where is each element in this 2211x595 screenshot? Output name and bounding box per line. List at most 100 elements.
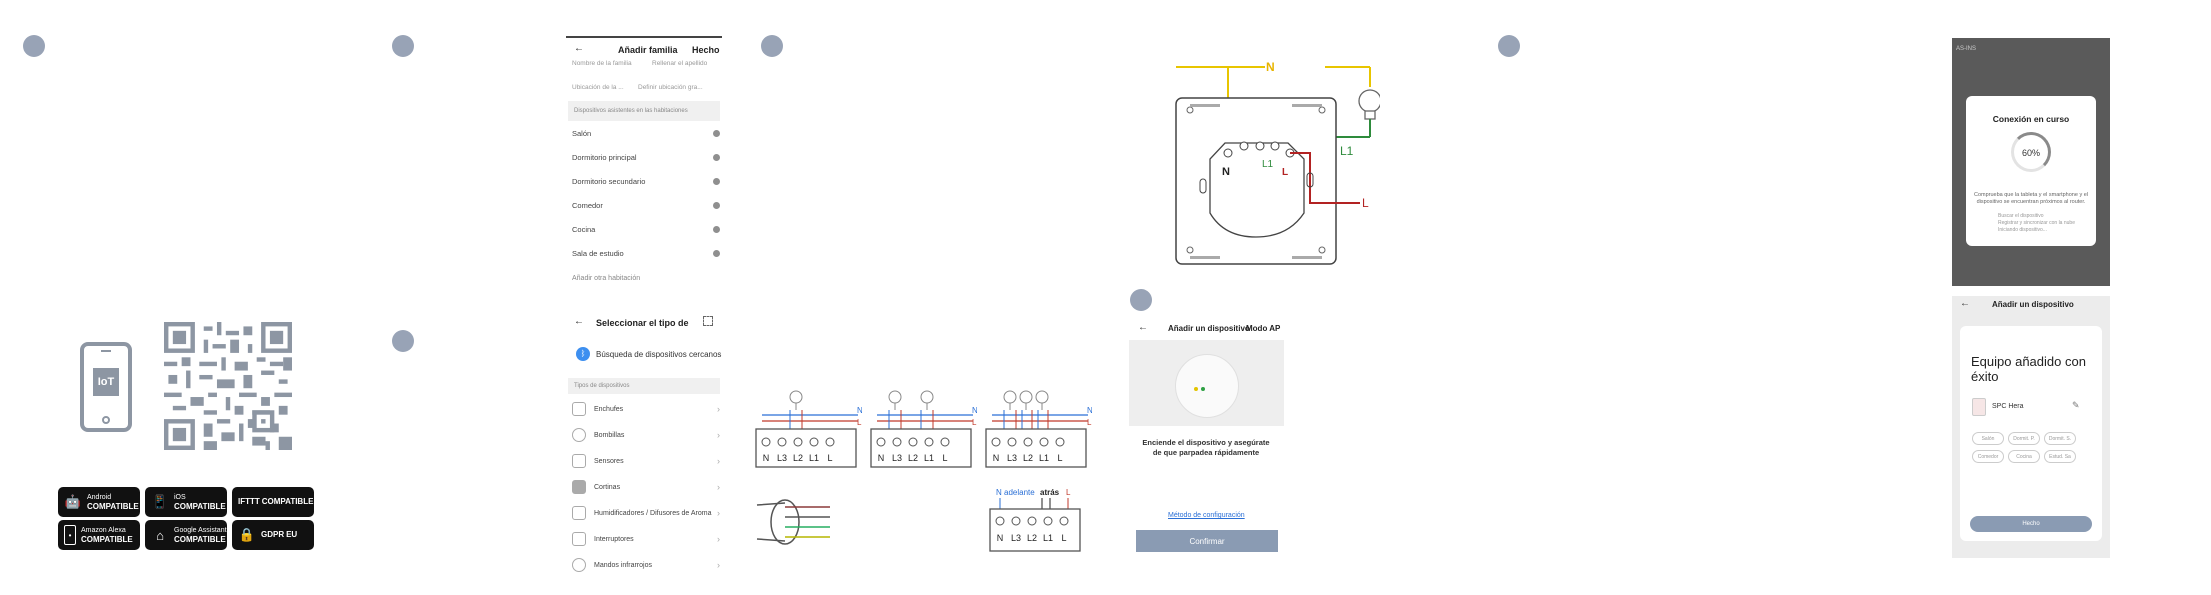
- done-button[interactable]: Hecho: [692, 45, 720, 55]
- category-item[interactable]: Interruptores›: [572, 527, 720, 551]
- location-input[interactable]: Definir ubicación gra...: [638, 84, 703, 91]
- terminal-label: L: [827, 453, 832, 463]
- config-method-link[interactable]: Método de configuración: [1168, 512, 1245, 519]
- bulb-icon: [572, 428, 586, 442]
- terminal-label: L2: [908, 453, 918, 463]
- l-terminal-label: L: [1282, 167, 1288, 178]
- progress-step: Iniciando dispositivo...: [1998, 227, 2047, 233]
- family-title: Añadir familia: [618, 45, 678, 55]
- progress-step: Buscar el dispositivo: [1998, 213, 2044, 219]
- room-chip[interactable]: Dormit. S.: [2044, 432, 2076, 445]
- device-illustration: [1129, 340, 1284, 426]
- light-bulb-icon: [1358, 89, 1380, 120]
- n-wire-label: N: [1266, 60, 1275, 74]
- back-arrow-icon[interactable]: ←: [1960, 298, 1970, 309]
- room-item[interactable]: Dormitorio secundario: [572, 170, 720, 192]
- smartphone-icon: IoT: [80, 342, 132, 432]
- room-item[interactable]: Cocina: [572, 218, 720, 240]
- category-item[interactable]: Humidificadores / Difusores de Aroma›: [572, 501, 720, 525]
- room-item[interactable]: Dormitorio principal: [572, 146, 720, 168]
- l1-wire-label: L1: [1340, 144, 1354, 158]
- checked-icon: [713, 201, 720, 209]
- types-section: Tipos de dispositivos: [568, 378, 720, 394]
- add-room-link[interactable]: Añadir otra habitación: [572, 275, 641, 282]
- room-chip[interactable]: Comedor: [1972, 450, 2004, 463]
- room-item[interactable]: Sala de estudio: [572, 242, 720, 264]
- apple-phone-icon: 📱: [151, 494, 169, 509]
- terminal-label: L1: [1043, 533, 1053, 543]
- l-label: L: [1066, 488, 1071, 497]
- checked-icon: [713, 249, 720, 257]
- type-title: Seleccionar el tipo de: [596, 318, 689, 328]
- category-item[interactable]: Bombillas›: [572, 423, 720, 447]
- terminal-label: L1: [1039, 453, 1049, 463]
- category-item[interactable]: Sensores›: [572, 449, 720, 473]
- progress-step: Registrar y sincronizar con la nube: [1998, 220, 2075, 226]
- terminal-label: L2: [1023, 453, 1033, 463]
- category-item[interactable]: Cortinas›: [572, 475, 720, 499]
- n-terminal-label: N: [1222, 166, 1230, 178]
- wiring-diagram-one-gang: N L N L3 L2 L1 L: [755, 390, 862, 468]
- google-home-icon: ⌂: [156, 527, 164, 543]
- back-arrow-icon[interactable]: ←: [574, 43, 584, 54]
- location-label: Ubicación de la ...: [572, 84, 624, 91]
- room-item[interactable]: Comedor: [572, 194, 720, 216]
- blink-led-icon: [1194, 387, 1198, 391]
- family-name-input[interactable]: Rellenar el apellido: [652, 60, 708, 67]
- checked-icon: [713, 129, 720, 137]
- gdpr-eu-badge: 🔒 GDPR EU: [232, 520, 314, 550]
- success-screen-title: Añadir un dispositivo: [1992, 300, 2074, 309]
- terminal-label: N: [997, 533, 1004, 543]
- back-arrow-icon[interactable]: ←: [574, 316, 584, 327]
- step-marker-5: [1130, 289, 1152, 311]
- scan-icon[interactable]: [703, 316, 713, 326]
- ap-screen-title: Añadir un dispositivo: [1168, 324, 1250, 333]
- l-label: L: [857, 418, 862, 427]
- switch-wiring-diagram: N L1 N L1 L L: [1175, 60, 1380, 265]
- progress-ring: [2011, 132, 2051, 172]
- checked-icon: [713, 177, 720, 185]
- humidifier-icon: [572, 506, 586, 520]
- device-thumbnail: [1972, 398, 1986, 416]
- ap-instruction: Enciende el dispositivo y asegúrate de q…: [1142, 438, 1270, 457]
- terminal-label: L3: [777, 453, 787, 463]
- wiring-diagram-two-gang: N L N L3 L2 L1 L: [870, 390, 977, 468]
- terminal-label: L2: [793, 453, 803, 463]
- room-item[interactable]: Salón: [572, 122, 720, 144]
- ap-mode-label[interactable]: Modo AP: [1246, 324, 1281, 333]
- device-name: SPC Hera: [1992, 403, 2024, 410]
- step-marker-4: [761, 35, 783, 57]
- family-name-label: Nombre de la familia: [572, 60, 632, 67]
- terminal-label: L2: [1027, 533, 1037, 543]
- terminal-label: L3: [1011, 533, 1021, 543]
- terminal-label: L: [942, 453, 947, 463]
- category-item[interactable]: Enchufes›: [572, 397, 720, 421]
- android-icon: 🤖: [64, 494, 82, 509]
- terminal-label: L3: [892, 453, 902, 463]
- confirm-button[interactable]: Confirmar: [1136, 530, 1278, 552]
- step-marker-1: [23, 35, 45, 57]
- edit-pencil-icon[interactable]: ✎: [2072, 400, 2080, 410]
- n-label: N: [857, 406, 862, 415]
- room-chip[interactable]: Estud. Sa: [2044, 450, 2076, 463]
- back-arrow-icon[interactable]: ←: [1138, 322, 1148, 333]
- done-button[interactable]: Hecho: [1970, 516, 2092, 532]
- room-chip[interactable]: Cocina: [2008, 450, 2040, 463]
- checked-icon: [713, 153, 720, 161]
- step-marker-6: [1498, 35, 1520, 57]
- wiring-diagram-three-gang: N L N L3 L2 L1 L: [985, 390, 1092, 468]
- ifttt-compatible-badge: IFTTT COMPATIBLE: [232, 487, 314, 517]
- alexa-icon: •: [64, 525, 76, 545]
- qr-code: [164, 322, 292, 450]
- room-chip[interactable]: Dormit. P.: [2008, 432, 2040, 445]
- step-marker-2: [392, 35, 414, 57]
- cable-cross-section-diagram: [756, 499, 830, 545]
- category-item[interactable]: Mandos infrarrojos›: [572, 553, 720, 577]
- progress-body: Comprueba que la tableta y el smartphone…: [1973, 192, 2089, 205]
- rooms-header: Dispositivos asistentes en las habitacio…: [568, 101, 720, 121]
- room-chip[interactable]: Salón: [1972, 432, 2004, 445]
- nearby-search[interactable]: Búsqueda de dispositivos cercanos: [596, 350, 722, 359]
